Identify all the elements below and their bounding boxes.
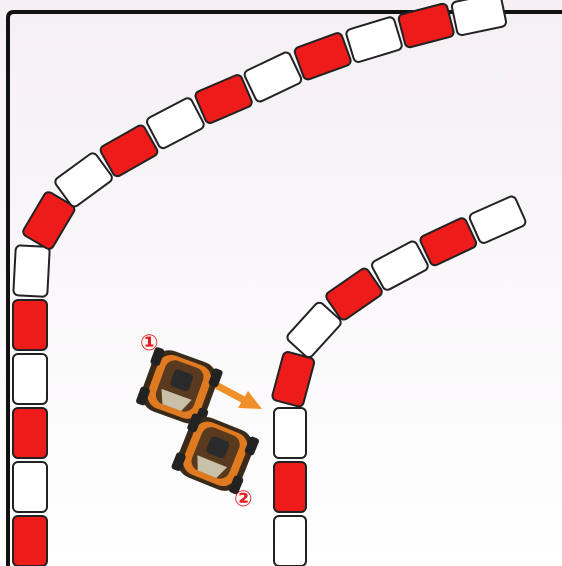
curb-block-red bbox=[13, 300, 47, 350]
curb-block-red bbox=[13, 408, 47, 458]
marker-1: ① bbox=[140, 331, 159, 356]
curb-block-white bbox=[13, 354, 47, 404]
curb-block-white bbox=[274, 408, 306, 458]
curb-block-red bbox=[13, 516, 47, 566]
curb-block-white bbox=[13, 462, 47, 512]
curb-block-red bbox=[274, 462, 306, 512]
curb-block-white bbox=[13, 245, 50, 297]
curb-block-white bbox=[274, 516, 306, 566]
marker-2: ② bbox=[234, 487, 253, 512]
